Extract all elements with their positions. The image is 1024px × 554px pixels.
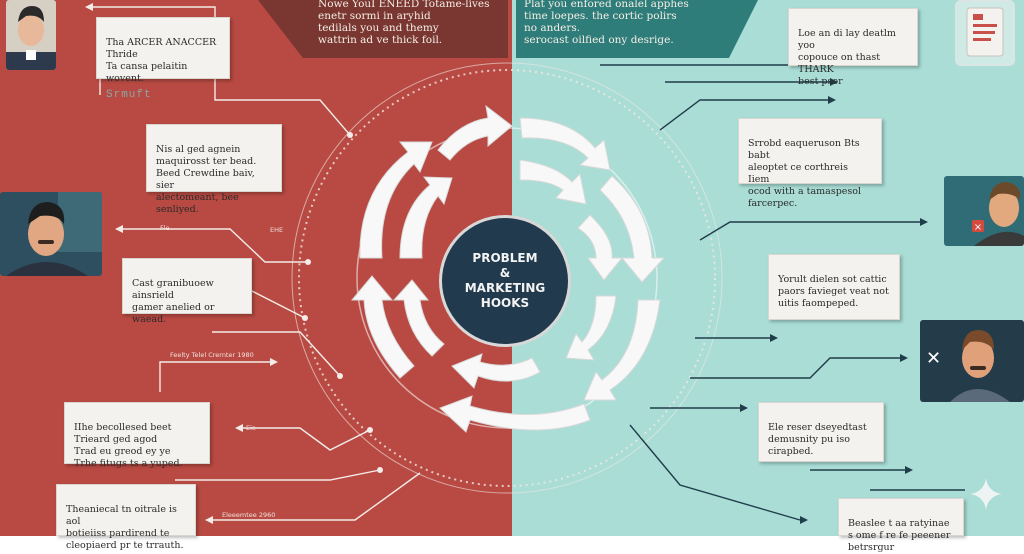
avatar-man-3: × <box>944 176 1024 246</box>
label-small-2: EHE <box>270 226 284 234</box>
right-card-4-text: Ele reser dseyedtast demusnity pu iso ci… <box>768 422 867 457</box>
label-small-1: Fle <box>160 224 170 232</box>
left-card-2-text: Nis al ged agnein maquirosst ter bead. B… <box>156 144 257 215</box>
label-small-3: Feelty Telel Crernter 1980 <box>170 351 254 359</box>
right-card-3: Yorult dielen sot cattic paors favieget … <box>768 254 900 320</box>
banner-right <box>516 0 758 58</box>
avatar-man-2 <box>0 192 102 276</box>
diagram-lines <box>85 3 965 524</box>
title-line-3: MARKETING <box>464 281 546 295</box>
title-line-2: & <box>499 266 511 280</box>
avatar-man-4: ✕ <box>920 320 1024 402</box>
center-title: PROBLEM & MARKETING HOOKS <box>442 218 568 344</box>
left-card-3: Cast granibuoew ainsrield gamer anelied … <box>122 258 252 325</box>
left-card-1-text: Tha ARCER ANACCER Thride Ta cansa pelait… <box>106 37 217 84</box>
close-x-icon[interactable]: ✕ <box>926 348 942 369</box>
banner-left <box>258 0 508 58</box>
title-line-4: HOOKS <box>480 296 530 310</box>
banner-left-text: Nowe YouI ENEED Totame-lives enetr sormi… <box>318 0 490 46</box>
right-card-4: Ele reser dseyedtast demusnity pu iso ci… <box>758 402 884 462</box>
right-card-1-text: Loe an di lay deatlm yoo copouce on thas… <box>798 28 896 87</box>
right-card-1: Loe an di lay deatlm yoo copouce on thas… <box>788 8 918 87</box>
sparkle-icon <box>968 476 1004 512</box>
left-card-5: Theaniecal tn oitrale is aol botieiiss p… <box>56 484 196 551</box>
circular-arrows-icon <box>350 104 666 433</box>
avatar-man-1 <box>6 0 56 70</box>
left-card-1: Tha ARCER ANACCER Thride Ta cansa pelait… <box>96 17 230 101</box>
label-small-5: Eleeemtee 2960 <box>222 511 276 519</box>
banner-right-text: Plat you enfored onalel apphes time loep… <box>524 0 689 46</box>
document-icon <box>955 0 1015 66</box>
left-card-4: IIhe becollesed beet Trieard ged agod Tr… <box>64 402 210 469</box>
left-card-5-text: Theaniecal tn oitrale is aol botieiiss p… <box>66 504 184 551</box>
left-card-1-sub: Srmuft <box>106 89 152 101</box>
title-line-1: PROBLEM <box>472 251 538 265</box>
label-small-4: Eie <box>246 424 256 432</box>
left-card-3-text: Cast granibuoew ainsrield gamer anelied … <box>132 278 215 325</box>
right-card-2: Srrobd eaqueruson Bts babt aleoptet ce c… <box>738 118 882 209</box>
right-card-5: Beaslee t aa ratyinae s ome f re fe peee… <box>838 498 964 553</box>
left-card-2: Nis al ged agnein maquirosst ter bead. B… <box>146 124 282 215</box>
right-card-3-text: Yorult dielen sot cattic paors favieget … <box>778 274 889 309</box>
left-card-4-text: IIhe becollesed beet Trieard ged agod Tr… <box>74 422 183 469</box>
right-card-2-text: Srrobd eaqueruson Bts babt aleoptet ce c… <box>748 138 862 209</box>
svg-text:×: × <box>974 222 982 233</box>
